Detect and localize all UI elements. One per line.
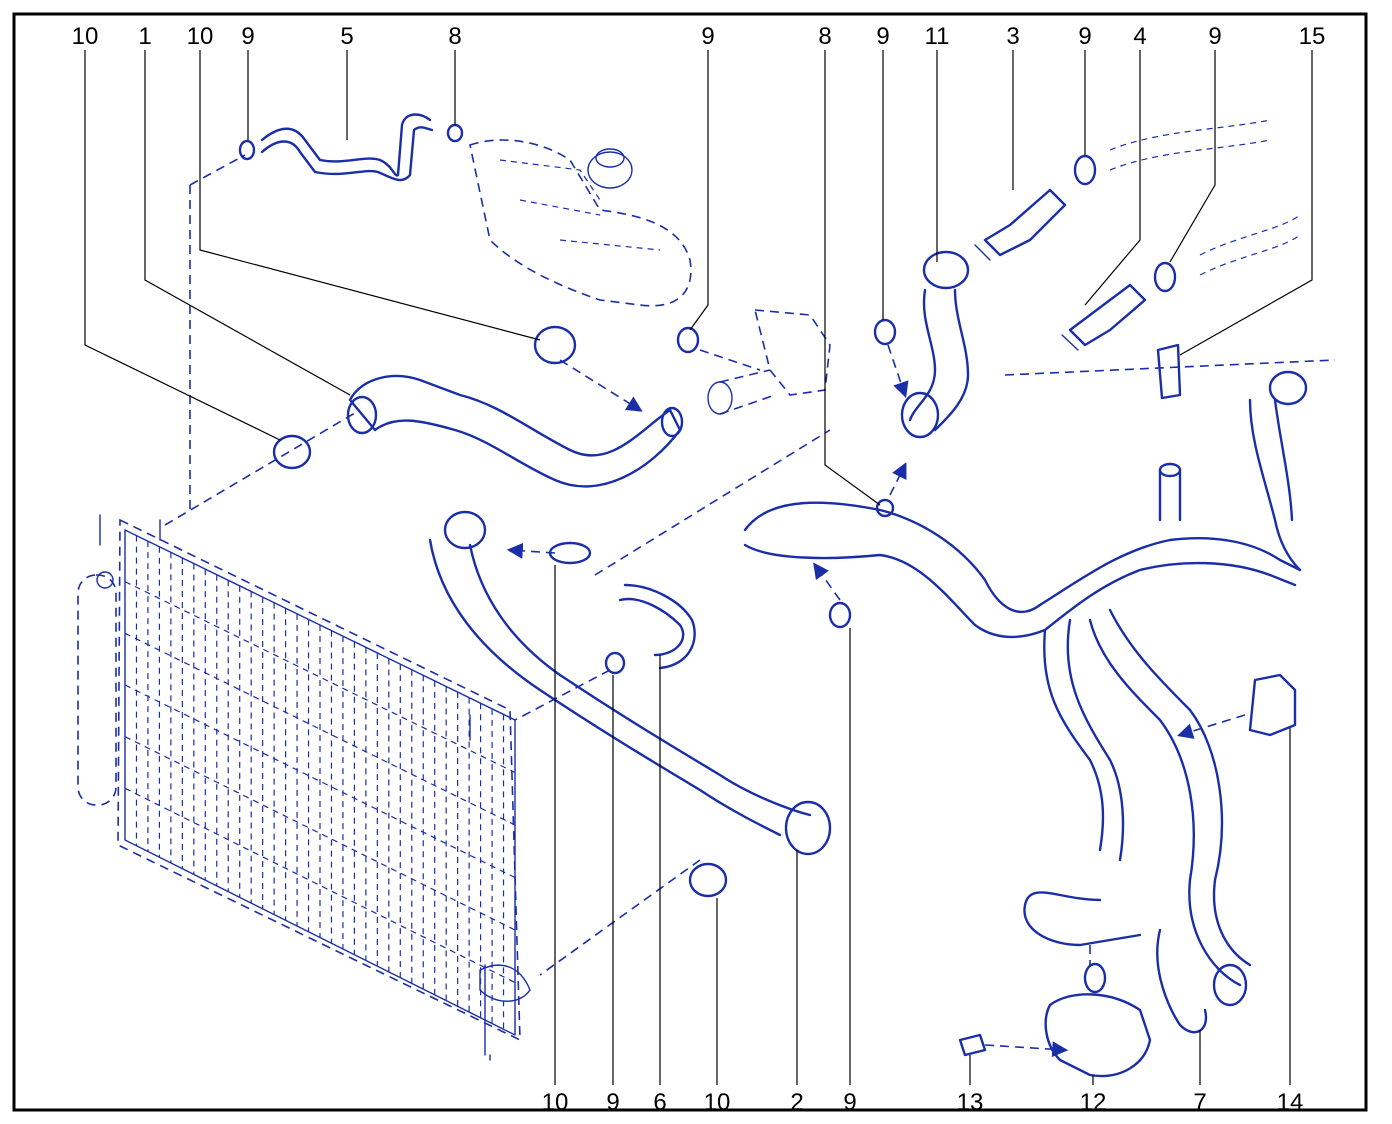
sensor-4-wiring: [1199, 214, 1301, 276]
callout-2: 2: [790, 1089, 803, 1116]
hose-2: [428, 510, 832, 856]
diagram-border: [12, 12, 1368, 1112]
callout-10: 10: [72, 23, 99, 50]
clamp-9-f: [604, 651, 626, 675]
callout-9: 9: [876, 23, 889, 50]
callout-4: 4: [1133, 23, 1146, 50]
clip-15: [1156, 343, 1182, 400]
sensor-4: [1061, 283, 1147, 351]
clamp-9-b: [676, 326, 700, 354]
callout-10: 10: [542, 1089, 569, 1116]
clip-13: [958, 1033, 987, 1057]
clamp-10-a: [533, 325, 577, 365]
sensor-3: [974, 188, 1067, 261]
callout-9: 9: [843, 1089, 856, 1116]
clamp-9-a: [238, 139, 256, 161]
clamp-9-g: [828, 601, 852, 629]
hose-11: [900, 250, 970, 439]
hose-1: [346, 374, 684, 488]
bracket-14: [1248, 673, 1297, 737]
callout-9: 9: [701, 23, 714, 50]
callout-9: 9: [1078, 23, 1091, 50]
callout-10: 10: [704, 1089, 731, 1116]
clamps: [238, 123, 1177, 898]
clamp-10-b: [272, 434, 312, 470]
callouts-bottom: 10 9 6 10 2 9 13 12 7 14: [542, 1089, 1304, 1116]
callout-6: 6: [653, 1089, 666, 1116]
radiator: [77, 514, 531, 1061]
callout-3: 3: [1006, 23, 1019, 50]
clamp-8-a: [446, 123, 464, 143]
leader-lines: [84, 50, 1313, 1085]
sensor-3-wiring: [1109, 119, 1271, 171]
hose-7: [743, 370, 1308, 1034]
hose-5: [260, 113, 434, 182]
callouts-top: 10 1 10 9 5 8 9 8 9 11 3 9 4 9 15: [72, 23, 1326, 50]
callout-1: 1: [138, 23, 151, 50]
clamp-10-d: [688, 862, 728, 898]
callout-9: 9: [1208, 23, 1221, 50]
hose-6: [618, 583, 696, 670]
callout-15: 15: [1299, 23, 1326, 50]
water-pump: [1044, 962, 1152, 1078]
thermostat-housing: [707, 309, 831, 415]
callout-13: 13: [957, 1089, 984, 1116]
callout-7: 7: [1193, 1089, 1206, 1116]
clamp-9-e: [1153, 261, 1177, 293]
callout-5: 5: [340, 23, 353, 50]
callout-10: 10: [187, 23, 214, 50]
clamp-8-b: [875, 498, 895, 518]
callout-11: 11: [925, 23, 950, 50]
callout-9: 9: [606, 1089, 619, 1116]
clamp-10-c: [548, 541, 592, 565]
callout-14: 14: [1277, 1089, 1304, 1116]
clamp-9-c: [873, 318, 897, 346]
callout-12: 12: [1080, 1089, 1107, 1116]
expansion-tank: [469, 139, 692, 307]
callout-9: 9: [241, 23, 254, 50]
callout-8: 8: [818, 23, 831, 50]
assembly-lines: [164, 154, 1336, 1058]
clamp-9-d: [1073, 154, 1097, 186]
callout-8: 8: [448, 23, 461, 50]
